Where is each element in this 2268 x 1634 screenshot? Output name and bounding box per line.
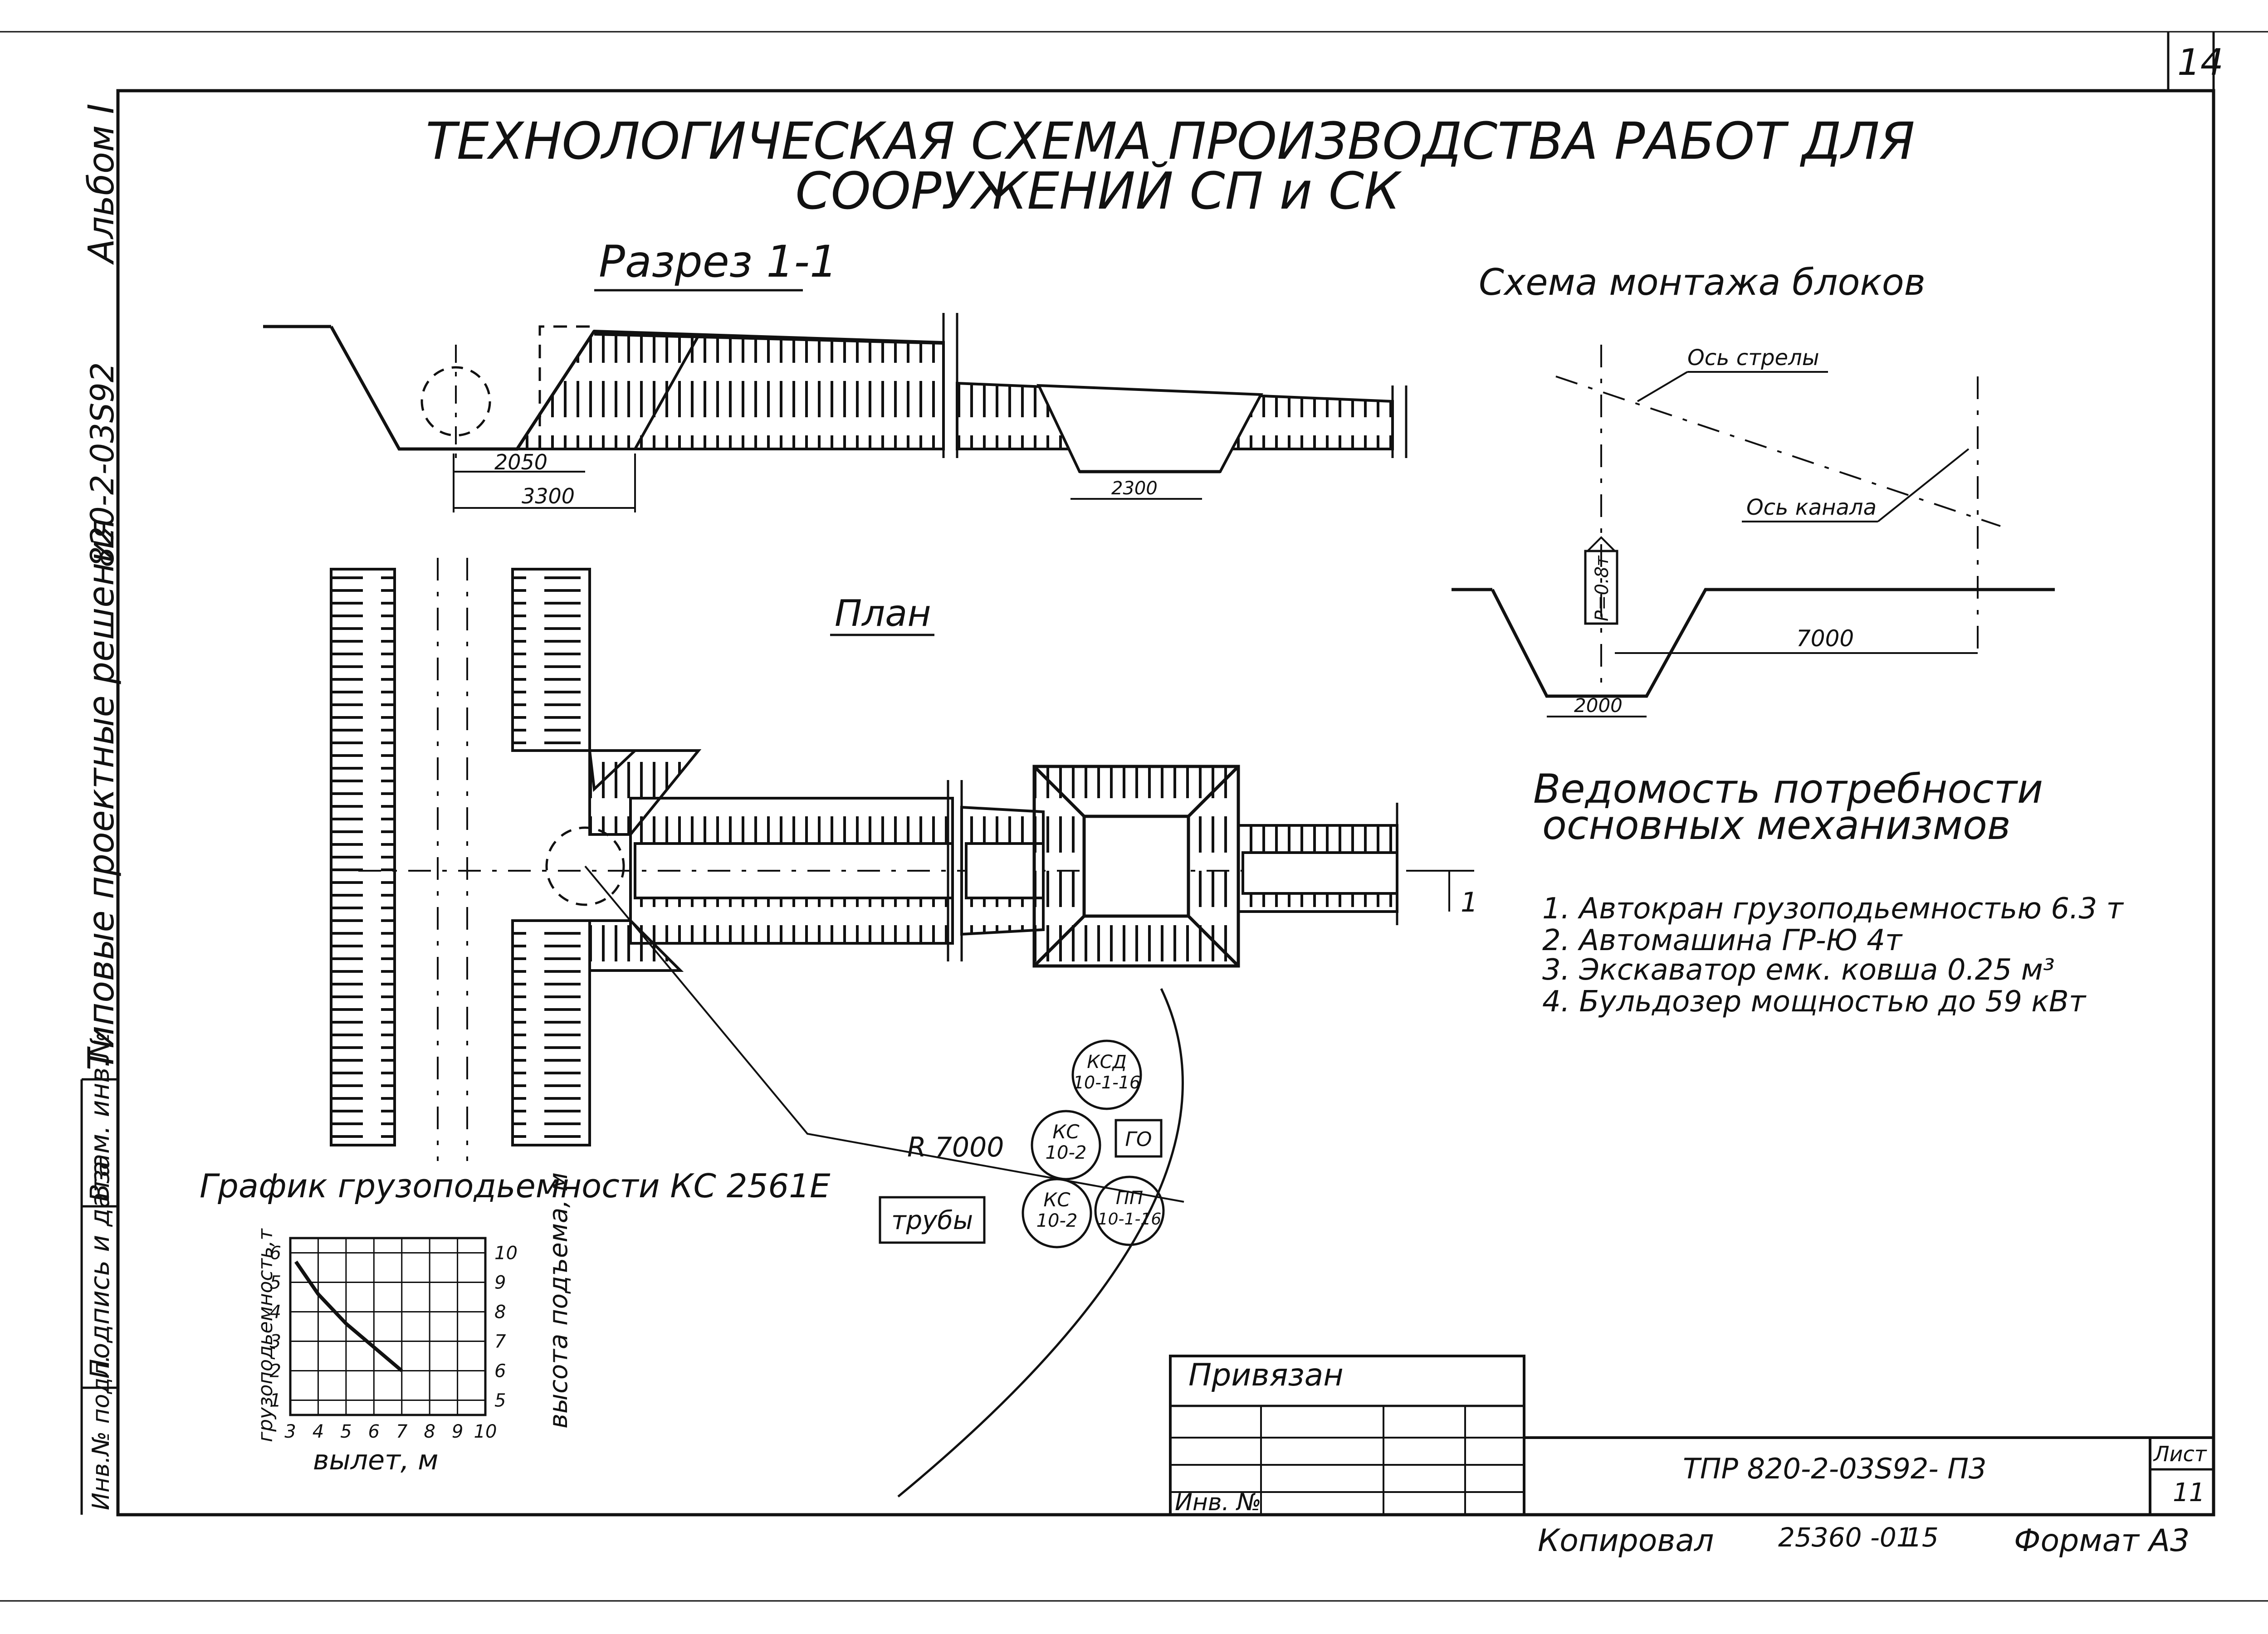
copy-number: 15 bbox=[1905, 1522, 1939, 1553]
storage-pipes: трубы bbox=[891, 1206, 973, 1235]
series-label: 820-2-03S92 bbox=[84, 362, 121, 567]
inventory-title-2: основных механизмов bbox=[1542, 802, 2011, 849]
chart-x-tick-label: 8 bbox=[424, 1421, 435, 1442]
inventory-item-3: 3. Экскаватор емк. ковша 0.25 м³ bbox=[1542, 953, 2055, 987]
chart-y2-tick-label: 10 bbox=[494, 1243, 518, 1264]
chart-y-tick-label: 2 bbox=[270, 1361, 281, 1382]
montage-scheme: Схема монтажа блоков Ось стрелы Ось кана… bbox=[1452, 261, 2055, 717]
chart-x-tick-label: 3 bbox=[284, 1421, 296, 1442]
montage-dim-reach: 7000 bbox=[1796, 625, 1854, 652]
chart-series-line bbox=[294, 1260, 403, 1372]
format-label: Формат А3 bbox=[2014, 1523, 2190, 1559]
boom-axis-label: Ось стрелы bbox=[1687, 345, 1819, 371]
plan-view: План 1 bbox=[330, 558, 1478, 1497]
radius-label: R 7000 bbox=[907, 1132, 1004, 1163]
copied-label: Копировал bbox=[1538, 1523, 1714, 1559]
chart-xlabel: вылет, м bbox=[313, 1444, 438, 1476]
inv-replace-label: Взам. инв.№ bbox=[84, 1032, 115, 1202]
sheet-label: Лист bbox=[2153, 1442, 2207, 1466]
storage-ks1-line1: КС bbox=[1052, 1121, 1080, 1143]
inventory-item-1: 1. Автокран грузоподьемностью 6.3 т bbox=[1542, 892, 2124, 926]
chart-y-tick-label: 1 bbox=[270, 1390, 281, 1411]
inventory-title-1: Ведомость потребности bbox=[1533, 766, 2043, 812]
attached-label: Привязан bbox=[1188, 1357, 1344, 1393]
channel-axis-label: Ось канала bbox=[1746, 495, 1877, 520]
montage-dim-bottom: 2000 bbox=[1574, 694, 1623, 717]
chart-x-tick-label: 4 bbox=[313, 1421, 324, 1442]
inventory-item-2: 2. Автомашина ГР-Ю 4т bbox=[1542, 924, 1903, 957]
chart-y-tick-label: 3 bbox=[270, 1332, 281, 1352]
title-line-1: ТЕХНОЛОГИЧЕСКАЯ СХЕМА ПРОИЗВОДСТВА РАБОТ… bbox=[425, 112, 1915, 171]
section-1-1: Разрез 1-1 2050 3300 2300 bbox=[263, 236, 1408, 512]
section-dim-total: 3300 bbox=[522, 484, 575, 508]
order-number: 25360 -01 bbox=[1778, 1522, 1913, 1553]
storage-pp-line2: 10-1-16 bbox=[1098, 1210, 1162, 1229]
inv-orig-label: Инв.№ подл. bbox=[88, 1355, 115, 1510]
storage-ksd-line2: 10-1-16 bbox=[1073, 1073, 1140, 1093]
storage-pp-line1: ПП bbox=[1116, 1188, 1143, 1209]
doc-code: ТПР 820-2-03S92- П3 bbox=[1683, 1452, 1986, 1485]
title-line-2: СООРУЖЕНИЙ СП и СК bbox=[795, 161, 1402, 221]
inventory-item-4: 4. Бульдозер мощностью до 59 кВт bbox=[1542, 985, 2087, 1019]
storage-ksd-line1: КСД bbox=[1087, 1052, 1127, 1073]
sheet-number: 11 bbox=[2173, 1478, 2205, 1507]
title-block: Привязан Инв. № ТПР 820-2-03S92- П3 Лист… bbox=[1169, 1355, 2214, 1516]
sign-date-label: Подпись и дата bbox=[84, 1161, 115, 1379]
section-title: Разрез 1-1 bbox=[599, 236, 837, 287]
inv-no-label: Инв. № bbox=[1175, 1489, 1261, 1516]
load-capacity-chart: грузоподьемность,т высота подъема, м выл… bbox=[254, 1172, 573, 1476]
chart-y2-tick-label: 8 bbox=[494, 1302, 506, 1323]
storage-areas: КСД 10-1-16 КС 10-2 ГО ПП 10-1-16 КС 10-… bbox=[879, 1039, 1165, 1249]
chart-y-tick-label: 5 bbox=[270, 1273, 281, 1293]
album-label: Альбом I bbox=[81, 103, 122, 265]
storage-ks2-line2: 10-2 bbox=[1036, 1210, 1078, 1231]
page-number: 14 bbox=[2177, 41, 2224, 83]
load-label: P=0.8т bbox=[1592, 555, 1613, 621]
chart-y2-tick-label: 5 bbox=[494, 1390, 506, 1411]
chart-x-tick-label: 7 bbox=[396, 1421, 408, 1442]
chart-y2-tick-label: 6 bbox=[494, 1361, 506, 1382]
chart-x-tick-label: 6 bbox=[368, 1421, 380, 1442]
chart-x-tick-label: 10 bbox=[474, 1421, 497, 1442]
chart-marks bbox=[294, 1260, 403, 1372]
chart-y-tick-label: 4 bbox=[270, 1302, 281, 1323]
section-dim-bottom: 2050 bbox=[494, 450, 547, 474]
chart-y2label: высота подъема, м bbox=[544, 1172, 573, 1429]
section-dim-right: 2300 bbox=[1111, 478, 1158, 499]
storage-ks1-line2: 10-2 bbox=[1046, 1142, 1087, 1163]
section-mark: 1 bbox=[1461, 887, 1478, 918]
chart-ylabel: грузоподьемность,т bbox=[254, 1228, 277, 1442]
montage-title: Схема монтажа блоков bbox=[1479, 261, 1926, 303]
chart-x-tick-label: 9 bbox=[452, 1421, 463, 1442]
plan-title: План bbox=[835, 592, 931, 634]
storage-ks2-line1: КС bbox=[1043, 1189, 1070, 1211]
chart-y2-tick-label: 7 bbox=[494, 1332, 506, 1352]
typical-label: Типовые проектные решения bbox=[81, 518, 122, 1070]
footer: Копировал 25360 -01 15 Формат А3 bbox=[1538, 1522, 2190, 1559]
chart-y2-tick-label: 9 bbox=[494, 1273, 506, 1293]
storage-go: ГО bbox=[1125, 1128, 1152, 1151]
chart-x-tick-label: 5 bbox=[340, 1421, 352, 1442]
chart-title: График грузоподьемности КС 2561Е bbox=[200, 1167, 831, 1205]
inventory-list: Ведомость потребности основных механизмо… bbox=[1533, 766, 2124, 1019]
chart-y-tick-label: 6 bbox=[270, 1243, 281, 1264]
